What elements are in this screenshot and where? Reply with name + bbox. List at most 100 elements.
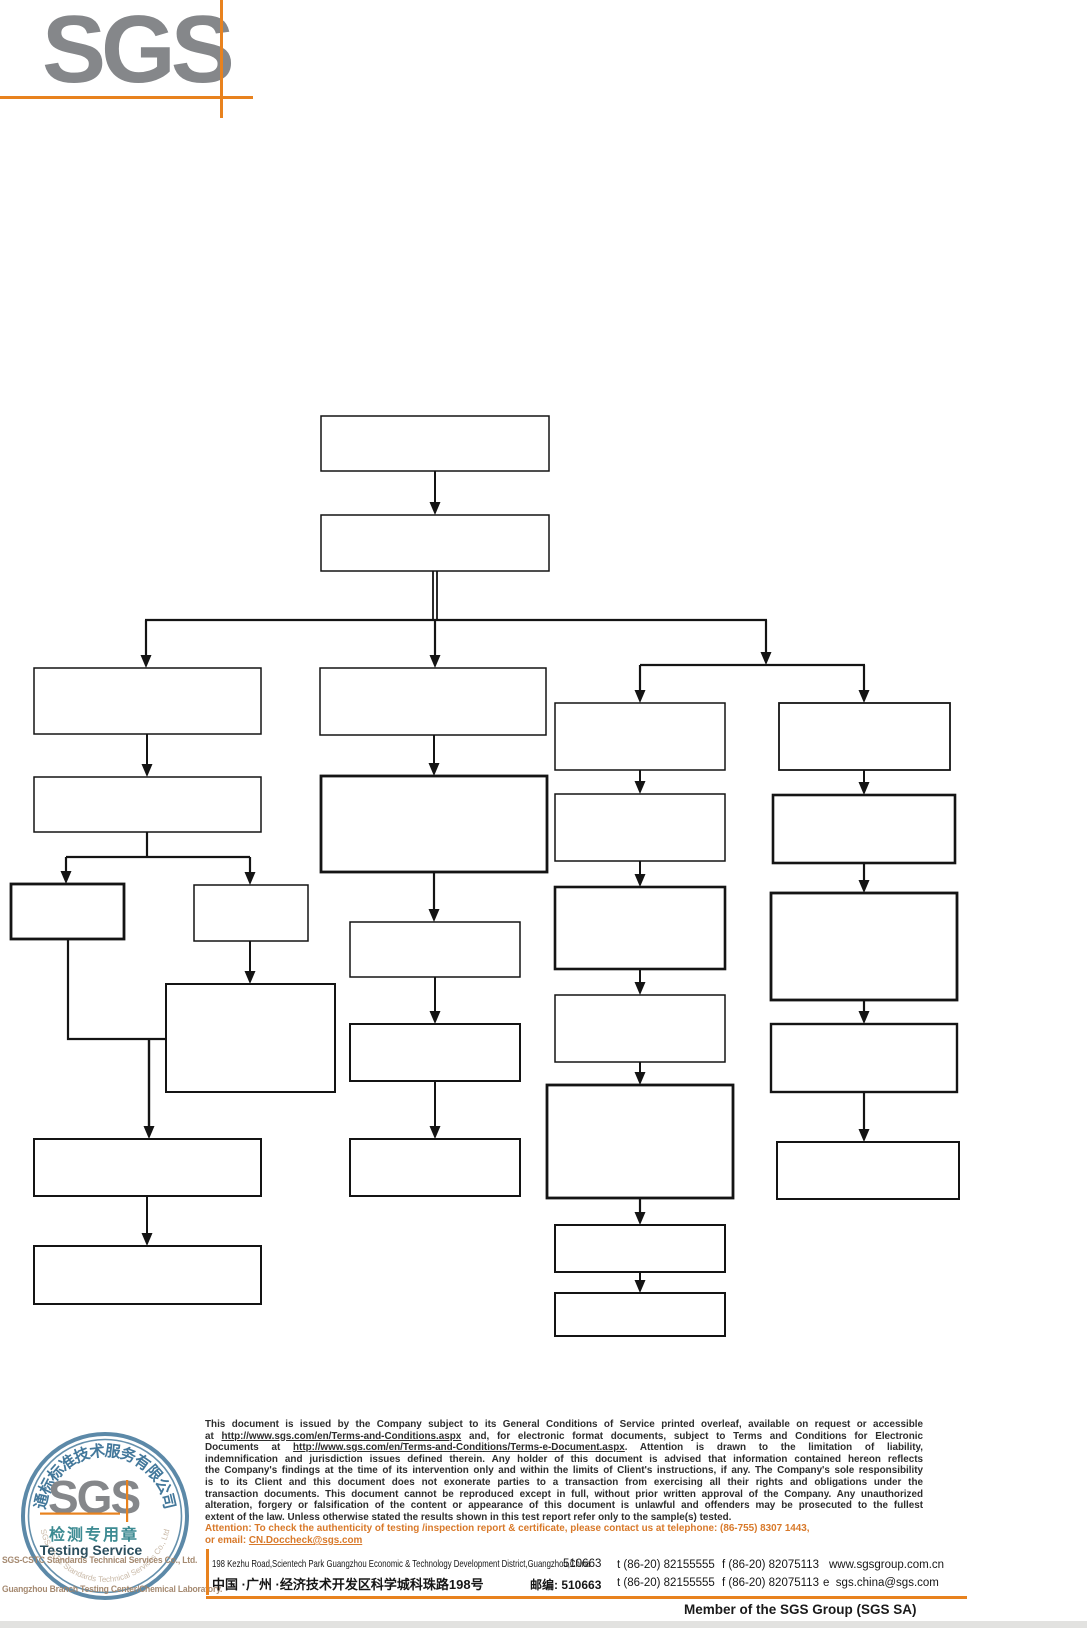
flowchart-arrowhead — [428, 909, 440, 922]
flowchart-box-col2-1 — [319, 667, 547, 736]
disclaimer-text: . Attention is drawn to the limitation o… — [624, 1442, 923, 1454]
footer-disclaimer: This document is issued by the Company s… — [205, 1419, 923, 1547]
flowchart-connector — [66, 939, 166, 1041]
flowchart-box-col3-1 — [554, 702, 726, 771]
flowchart-box-col1-5 — [33, 1138, 262, 1197]
flowchart-box-col3-6 — [554, 1224, 726, 1273]
flowchart-arrowhead — [634, 781, 646, 794]
flowchart-arrowhead — [858, 690, 870, 703]
flowchart-box-col4-3 — [769, 891, 959, 1002]
disclaimer-line: at http://www.sgs.com/en/Terms-and-Condi… — [205, 1431, 923, 1443]
flowchart-box-col3-7 — [554, 1292, 726, 1337]
flowchart-canvas — [9, 415, 960, 1337]
address-fax: f (86-20) 82075113 — [722, 1559, 819, 1571]
flowchart-box-col1-3a — [9, 882, 126, 941]
flowchart-arrowhead — [244, 971, 256, 984]
disclaimer-text: extent of the law. Unless otherwise stat… — [205, 1511, 732, 1523]
address-orange-vline — [206, 1549, 209, 1595]
flowchart-arrowhead — [634, 1280, 646, 1293]
disclaimer-text: is to its Client and this document does … — [205, 1476, 923, 1488]
flowchart-box-col4-1 — [778, 702, 951, 771]
disclaimer-line: alteration, forgery or falsification of … — [205, 1500, 923, 1512]
flowchart-arrowhead — [140, 655, 152, 668]
company-stamp: 通标标准技术服务有限公司 SGS-CSTC Standards Technica… — [21, 1432, 189, 1600]
address-orange-hline — [206, 1596, 967, 1599]
flowchart-box-col3-3 — [553, 885, 727, 971]
stamp-orange-vline — [126, 1480, 129, 1522]
flowchart-box-col1-3b — [193, 884, 309, 942]
email-value: sgs.china@sgs.com — [835, 1577, 939, 1589]
address-cn-postcode: 邮编: 510663 — [530, 1578, 602, 1592]
attention-email-line: or email: CN.Doccheck@sgs.com — [205, 1535, 923, 1547]
disclaimer-text: and, for electronic format documents, su… — [461, 1430, 923, 1442]
attention-line: Attention: To check the authenticity of … — [205, 1523, 923, 1535]
disclaimer-text: at — [205, 1430, 222, 1442]
doccheck-email-link[interactable]: CN.Doccheck@sgs.com — [248, 1534, 363, 1546]
address-telephone: t (86-20) 82155555 — [617, 1559, 715, 1571]
disclaimer-line: Documents at http://www.sgs.com/en/Terms… — [205, 1442, 923, 1454]
member-line: Member of the SGS Group (SGS SA) — [684, 1602, 917, 1617]
scan-edge-band — [0, 1621, 1087, 1628]
disclaimer-text: transaction documents. This document can… — [205, 1488, 923, 1500]
flowchart-box-col4-4 — [769, 1022, 959, 1094]
address-cn-telephone: t (86-20) 82155555 — [617, 1577, 715, 1589]
flowchart-arrowhead — [429, 655, 441, 668]
disclaimer-line: extent of the law. Unless otherwise stat… — [205, 1512, 923, 1524]
flowchart-box-col4-5 — [776, 1141, 960, 1200]
flowchart-box-top-2 — [320, 514, 550, 572]
flowchart-box-col2-2 — [319, 774, 549, 874]
flowchart-box-col2-5 — [349, 1138, 521, 1197]
flowchart-box-col2-3 — [349, 921, 521, 978]
flowchart-arrowhead — [760, 652, 772, 665]
stamp-sgs-logo: SGS — [48, 1471, 139, 1523]
address-cn-fax: f (86-20) 82075113 — [722, 1577, 819, 1589]
flowchart-arrowhead — [429, 1011, 441, 1024]
flowchart-arrowhead — [428, 763, 440, 776]
flowchart-box-col4-2 — [771, 793, 957, 865]
flowchart-arrowhead — [60, 871, 72, 884]
disclaimer-text: the Company's findings at the time of it… — [205, 1465, 923, 1477]
flowchart-arrowhead — [634, 1072, 646, 1085]
address-email[interactable]: e sgs.china@sgs.com — [823, 1577, 939, 1589]
flowchart-arrowhead — [634, 690, 646, 703]
sgs-logo: SGS — [42, 0, 235, 103]
flowchart-box-col1-6 — [33, 1245, 262, 1305]
stamp-branch-name-line: Guangzhou Branch Testing Center/Chemical… — [2, 1584, 223, 1595]
flowchart-arrowhead — [858, 1129, 870, 1142]
disclaimer-url[interactable]: http://www.sgs.com/en/Terms-and-Conditio… — [221, 1430, 462, 1442]
flowchart-arrowhead — [634, 874, 646, 887]
disclaimer-line: indemnification and jurisdiction issues … — [205, 1454, 923, 1466]
disclaimer-line: This document is issued by the Company s… — [205, 1419, 923, 1431]
flowchart-arrowhead — [858, 880, 870, 893]
disclaimer-text: alteration, forgery or falsification of … — [205, 1500, 923, 1512]
flowchart-box-col1-1 — [33, 667, 262, 735]
flowchart-arrowhead — [143, 1126, 155, 1139]
disclaimer-line: is to its Client and this document does … — [205, 1477, 923, 1489]
flowchart-arrowhead — [429, 502, 441, 515]
stamp-orange-hline — [40, 1512, 120, 1515]
address-website[interactable]: www.sgsgroup.com.cn — [829, 1559, 945, 1571]
disclaimer-text: Documents at — [205, 1442, 294, 1454]
flowchart-arrowhead — [858, 782, 870, 795]
disclaimer-text: This document is issued by the Company s… — [205, 1419, 923, 1430]
attention-text: or email: — [205, 1534, 249, 1546]
stamp-en-label: Testing Service — [40, 1542, 143, 1558]
flowchart-box-col3-5 — [545, 1083, 735, 1200]
email-prefix: e — [823, 1577, 830, 1589]
disclaimer-url[interactable]: http://www.sgs.com/en/Terms-and-Conditio… — [293, 1442, 625, 1454]
stamp-company-name-line: SGS-CSTC Standards Technical Services Co… — [2, 1555, 198, 1566]
attention-text: Attention: To check the authenticity of … — [205, 1523, 810, 1535]
stamp-outer-ring — [21, 1432, 189, 1600]
flowchart-arrowhead — [244, 872, 256, 885]
disclaimer-line: transaction documents. This document can… — [205, 1489, 923, 1501]
flowchart-box-col1-4 — [165, 983, 336, 1093]
address-chinese: 中国 ·广州 ·经济技术开发区科学城科珠路198号 — [212, 1577, 484, 1592]
flowchart-arrowhead — [634, 982, 646, 995]
flowchart-box-col1-2 — [33, 776, 262, 833]
disclaimer-line: the Company's findings at the time of it… — [205, 1465, 923, 1477]
flowchart-box-col3-2 — [554, 793, 726, 862]
address-english: 198 Kezhu Road,Scientech Park Guangzhou … — [212, 1558, 591, 1570]
flowchart-box-col3-4 — [554, 994, 726, 1063]
disclaimer-text: indemnification and jurisdiction issues … — [205, 1453, 923, 1465]
header-orange-hline — [0, 96, 253, 99]
